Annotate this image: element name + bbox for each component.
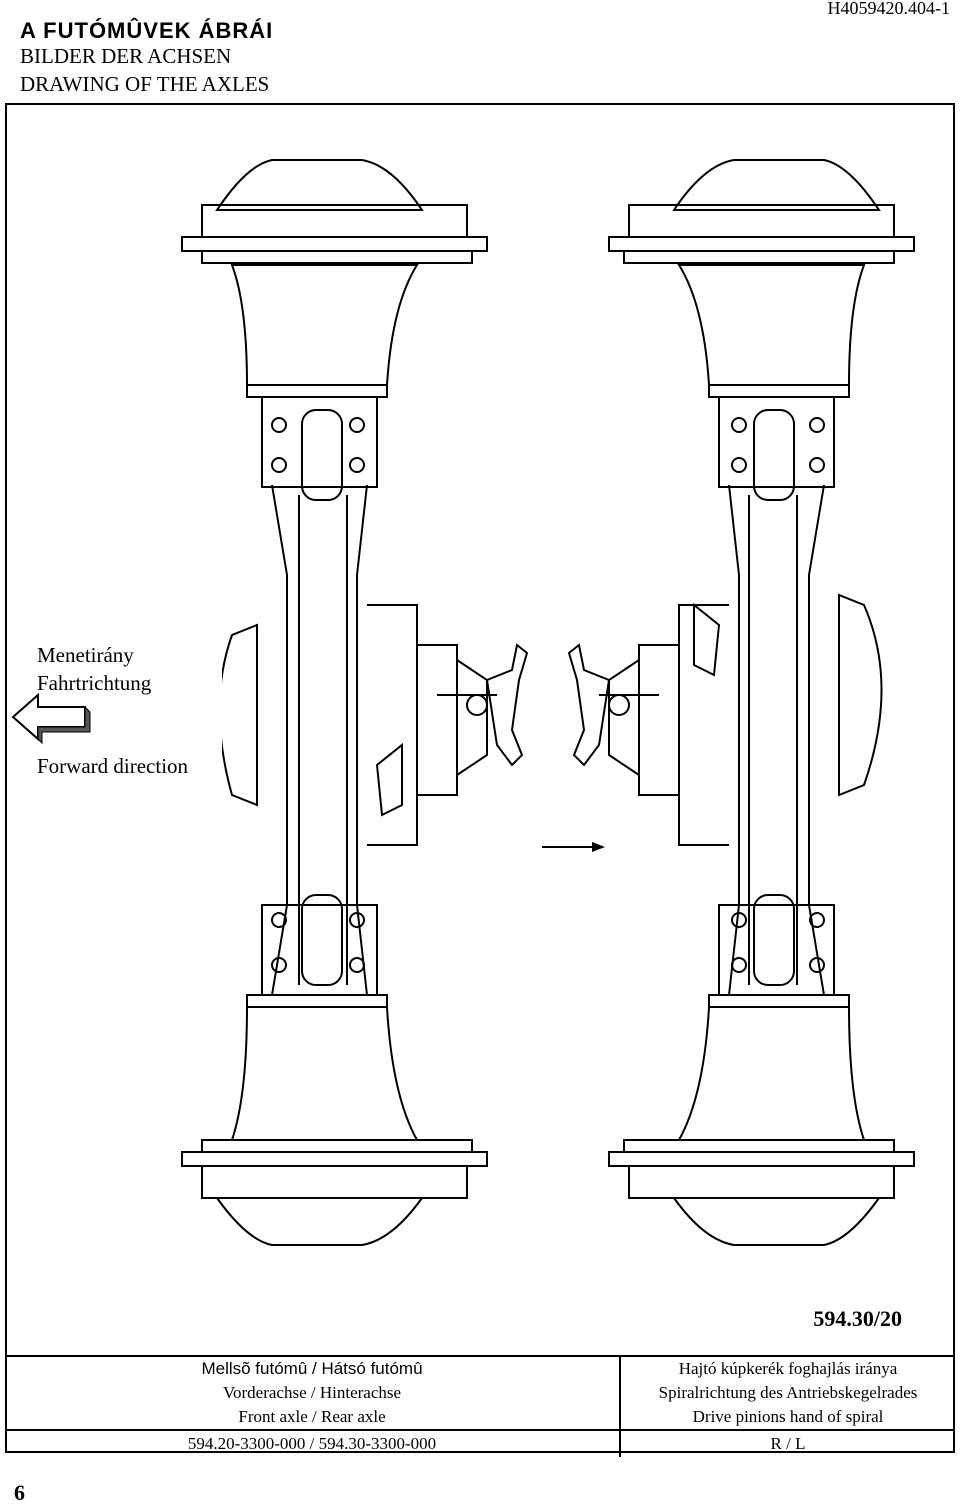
page-number: 6 (14, 1480, 25, 1505)
center-arrow-icon (542, 842, 605, 852)
info-table: Mellsõ futómû / Hátsó futómû Vorderachse… (5, 1355, 955, 1457)
spiral-value-cell: R / L (620, 1429, 955, 1457)
header-title-de: BILDER DER ACHSEN (20, 44, 232, 68)
arrow-left-icon (11, 692, 91, 745)
direction-label-en: Forward direction (37, 754, 189, 778)
header-title-en: DRAWING OF THE AXLES (20, 72, 270, 96)
part-numbers-cell: 594.20-3300-000 / 594.30-3300-000 (5, 1429, 621, 1457)
axle-label-en: Front axle / Rear axle (238, 1407, 386, 1426)
axle-label-de: Vorderachse / Hinterachse (222, 1383, 402, 1402)
header-title-hu: A FUTÓMÛVEK ÁBRÁI (20, 18, 274, 43)
right-axle (567, 159, 915, 1246)
spiral-label-en: Drive pinions hand of spiral (692, 1407, 884, 1426)
direction-label-de: Fahrtrichtung (37, 671, 152, 695)
axle-cell: Mellsõ futómû / Hátsó futómû Vorderachse… (5, 1355, 621, 1430)
left-axle (181, 159, 529, 1246)
axle-label-hu: Mellsõ futómû / Hátsó futómû (201, 1359, 423, 1378)
spiral-cell: Hajtó kúpkerék foghajlás iránya Spiralri… (620, 1355, 955, 1430)
axle-drawing (11, 159, 915, 1246)
spiral-label-de: Spiralrichtung des Antriebskegelrades (658, 1383, 918, 1402)
document-id: H4059420.404-1 (827, 0, 951, 18)
spiral-label-hu: Hajtó kúpkerék foghajlás iránya (678, 1359, 898, 1378)
direction-label-hu: Menetirány (37, 643, 134, 667)
part-number: 594.30/20 (813, 1306, 902, 1331)
